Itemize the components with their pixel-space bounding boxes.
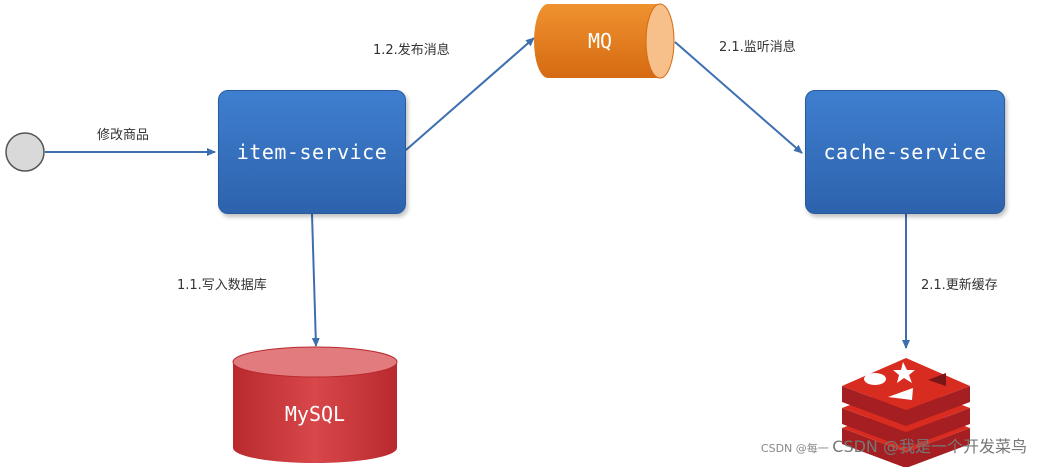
redis-logo-icon bbox=[842, 358, 970, 467]
watermark-big: CSDN @我是一个开发菜鸟 bbox=[832, 437, 1027, 456]
watermark: CSDN @每一 CSDN @我是一个开发菜鸟 bbox=[761, 433, 1027, 457]
start-node bbox=[5, 132, 45, 172]
item-service-node: item-service bbox=[218, 90, 406, 214]
edge-label-update-cache: 2.1.更新缓存 bbox=[921, 278, 998, 293]
item-service-label: item-service bbox=[236, 140, 388, 164]
arrow-listen bbox=[674, 41, 803, 154]
cache-service-node: cache-service bbox=[805, 90, 1005, 214]
watermark-small: CSDN @每一 bbox=[760, 442, 829, 455]
edge-label-write-db: 1.1.写入数据库 bbox=[177, 278, 267, 293]
edge-label-modify: 修改商品 bbox=[97, 128, 150, 143]
mq-cylinder bbox=[534, 3, 675, 79]
mysql-label: MySQL bbox=[284, 402, 346, 426]
arrow-publish bbox=[405, 37, 535, 151]
cache-service-label: cache-service bbox=[823, 140, 987, 164]
edge-label-publish: 1.2.发布消息 bbox=[373, 43, 450, 58]
mysql-cylinder bbox=[232, 346, 398, 463]
edge-label-listen: 2.1.监听消息 bbox=[719, 40, 796, 55]
mq-label: MQ bbox=[587, 29, 613, 53]
arrow-write-db bbox=[311, 213, 320, 347]
